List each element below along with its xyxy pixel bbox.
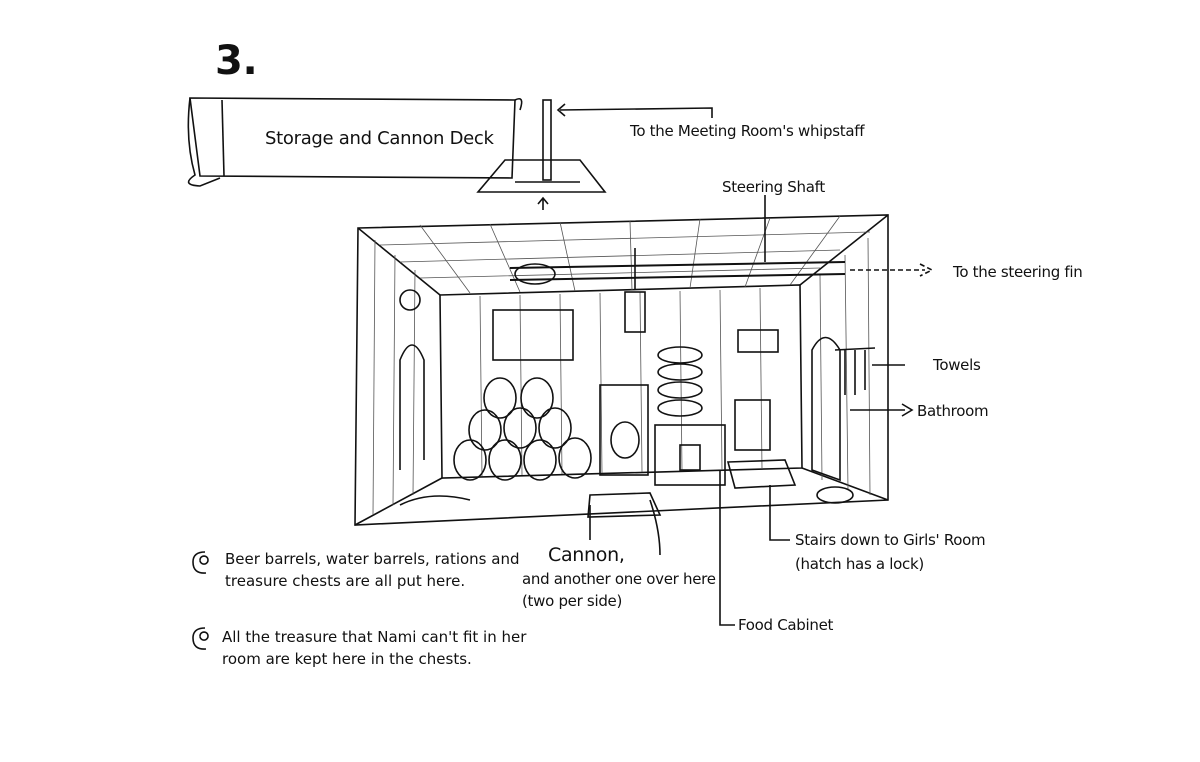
spiral-bullet-icon — [192, 627, 209, 650]
cannon — [599, 384, 649, 476]
page-number: 3. — [215, 38, 258, 84]
label-towels: Towels — [933, 356, 981, 374]
title-scroll — [187, 97, 523, 187]
label-steering-fin: To the steering fin — [953, 263, 1083, 281]
note-line: treasure chests are all put here. — [225, 572, 466, 590]
leader-lines — [589, 364, 914, 626]
spiral-bullet-icon — [192, 551, 209, 574]
bathroom-door — [811, 336, 841, 482]
page-title: Storage and Cannon Deck — [265, 128, 494, 149]
hatch — [726, 459, 797, 489]
label-stairs: Stairs down to Girls' Room — [795, 531, 986, 549]
label-cannon-note: and another one over here — [522, 570, 716, 588]
barrels — [453, 377, 592, 481]
note-line: All the treasure that Nami can't fit in … — [222, 628, 527, 646]
label-cannon-note2: (two per side) — [522, 592, 623, 610]
label-food-cabinet: Food Cabinet — [738, 616, 834, 634]
label-steering-shaft: Steering Shaft — [722, 178, 825, 196]
food-cabinet — [654, 424, 726, 486]
note-line: room are kept here in the chests. — [222, 650, 472, 668]
room — [354, 195, 934, 526]
note-treasure: All the treasure that Nami can't fit in … — [222, 626, 526, 670]
note-storage: Beer barrels, water barrels, rations and… — [225, 548, 520, 592]
note-line: Beer barrels, water barrels, rations and — [225, 550, 520, 568]
label-cannon: Cannon, — [548, 544, 625, 566]
whipstaff-shaft — [476, 99, 713, 210]
label-stairs-note: (hatch has a lock) — [795, 555, 924, 573]
label-bathroom: Bathroom — [917, 402, 989, 420]
label-whipstaff: To the Meeting Room's whipstaff — [630, 122, 865, 140]
